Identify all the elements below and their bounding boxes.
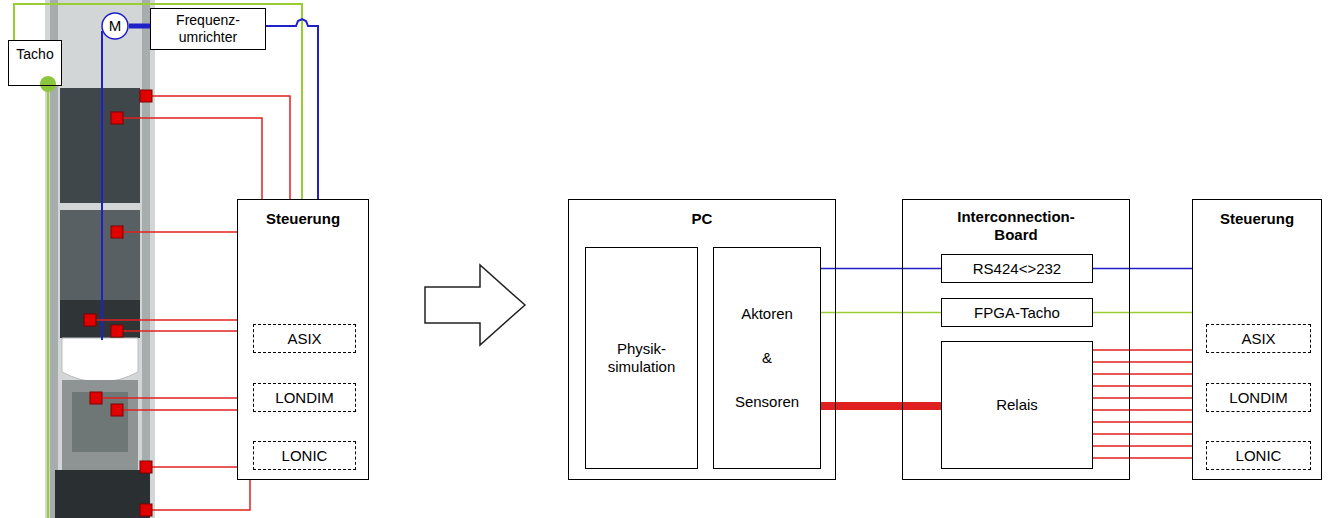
box-label: Frequenz- umrichter <box>176 12 240 46</box>
box-label: Physik- simulation <box>608 340 676 376</box>
box-label: Tacho <box>16 46 53 63</box>
sensor-wire <box>117 231 237 233</box>
sensor-square <box>140 90 152 102</box>
tacho-module: FPGA-Tacho <box>941 298 1093 327</box>
signal-connector <box>1093 268 1192 270</box>
signal-connector <box>266 19 318 199</box>
sensor-square <box>111 226 123 238</box>
guide-rail <box>142 0 150 518</box>
box-label: & <box>762 349 772 367</box>
box-label: LONIC <box>1236 447 1282 465</box>
motor-circle: M <box>101 12 129 40</box>
relay-wire <box>1093 457 1192 459</box>
board-box: Interconnection- BoardRS424<>232FPGA-Tac… <box>902 199 1130 480</box>
car-base <box>55 470 150 518</box>
box-label: ASIX <box>1241 330 1275 348</box>
car-panel <box>72 392 128 452</box>
relay-wire <box>1093 433 1192 435</box>
motor-circle-outline <box>102 13 128 39</box>
tacho-box: Tacho <box>8 40 62 86</box>
converter-module: RS424<>232 <box>941 254 1093 283</box>
sensor-wire <box>96 397 237 399</box>
box-label: LONDIM <box>275 389 333 407</box>
relay-box: Relais <box>941 341 1093 469</box>
relay-wire <box>1093 421 1192 423</box>
box-label: ASIX <box>287 330 321 348</box>
sensor-wire <box>117 118 262 199</box>
sensor-wire <box>146 480 250 510</box>
bus-module: ASIX <box>253 324 356 353</box>
converter-ground <box>150 8 266 50</box>
io-box: Aktoren & Sensoren <box>713 247 821 469</box>
car-roof <box>62 338 138 382</box>
bus-module: LONDIM <box>1206 383 1311 412</box>
box-label: Sensoren <box>735 393 799 411</box>
signal-connector <box>821 268 941 270</box>
box-label: FPGA-Tacho <box>974 304 1060 322</box>
sensor-wire <box>146 466 237 468</box>
elevator-car <box>62 380 138 470</box>
bus-module: LONIC <box>253 441 356 470</box>
box-label: Aktoren <box>741 305 793 323</box>
sensor-square <box>140 461 152 473</box>
box-title: Interconnection- Board <box>957 208 1075 244</box>
bus-module: ASIX <box>1206 324 1311 353</box>
sensor-wire <box>146 96 290 199</box>
sensor-square <box>140 504 152 516</box>
sensor-wires <box>90 96 290 510</box>
shaft-door <box>60 210 140 300</box>
relay-wire <box>1093 361 1192 363</box>
sensor-square <box>111 112 123 124</box>
box-label: LONDIM <box>1229 389 1287 407</box>
relay-wire <box>1093 385 1192 387</box>
sensor-square <box>84 314 96 326</box>
sensor-square <box>111 404 123 416</box>
signal-connector <box>821 402 941 410</box>
box-label: Relais <box>996 396 1038 414</box>
sensor-square <box>90 392 102 404</box>
bus-module: LONDIM <box>253 383 356 412</box>
signal-connector <box>1093 349 1192 351</box>
box-title: PC <box>692 210 713 228</box>
signal-connector <box>129 24 150 29</box>
shaft-door <box>60 300 140 338</box>
relay-wire <box>1093 397 1192 399</box>
box-label: RS424<>232 <box>973 260 1061 278</box>
box-label: LONIC <box>282 447 328 465</box>
sensor-wire <box>117 409 237 411</box>
shaft-door <box>60 88 140 203</box>
simulation-box: Physik- simulation <box>585 247 698 469</box>
bus-module: LONIC <box>1206 441 1311 470</box>
controller-box: SteuerungASIX LONDIM LONIC <box>1192 199 1322 480</box>
sensor-square <box>111 325 123 337</box>
sensor-wire <box>117 330 237 332</box>
controller-box: SteuerungASIX LONDIM LONIC <box>237 199 369 480</box>
box-title: Steuerung <box>266 210 340 228</box>
hoist-rope <box>101 31 103 340</box>
tacho-rope <box>47 88 49 518</box>
relay-wire <box>1093 409 1192 411</box>
box-label: M <box>109 17 122 35</box>
signal-connector <box>821 312 941 314</box>
box-title: Steuerung <box>1220 210 1294 228</box>
relay-wire <box>1093 373 1192 375</box>
signal-connector <box>1093 312 1192 314</box>
signal-connector <box>14 4 302 199</box>
relay-wire <box>1093 445 1192 447</box>
sensors <box>84 90 152 516</box>
pc-box: PC Physik- simulation Aktoren & Sensoren <box>568 199 836 480</box>
sensor-wire <box>90 319 237 321</box>
relay-wires <box>1093 362 1192 458</box>
tacho-wheel <box>40 76 56 92</box>
converter-box: Frequenz- umrichter <box>150 8 266 50</box>
transition-arrow <box>425 265 525 345</box>
